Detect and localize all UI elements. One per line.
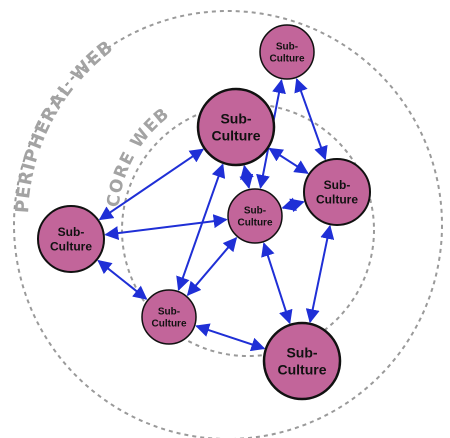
edge-top-center-center: [239, 164, 254, 190]
node-circle-right: [303, 158, 371, 226]
edge-left-center: [104, 214, 228, 241]
peripheral-web-ring: [13, 10, 443, 438]
node-circle-top-right: [259, 24, 315, 80]
edge-right-bottom-right: [305, 224, 335, 324]
node-circle-bottom-left: [141, 289, 197, 345]
edge-right-center: [281, 197, 305, 213]
node-circle-top-center: [196, 87, 276, 167]
node-bottom-left: Sub-Culture: [141, 289, 197, 345]
edge-top-right-right: [294, 77, 328, 161]
node-top-center: Sub-Culture: [196, 87, 276, 167]
node-label-center: Sub-Culture: [238, 206, 273, 229]
edge-center-bottom-left: [186, 237, 238, 296]
node-label-top-center: Sub-Culture: [212, 111, 261, 144]
node-label-bottom-right: Sub-Culture: [278, 345, 327, 378]
node-label-top-right: Sub-Culture: [270, 42, 305, 65]
node-bottom-right: Sub-Culture: [262, 321, 342, 401]
node-circle-left: [37, 205, 105, 273]
node-center: Sub-Culture: [227, 188, 283, 244]
edge-center-bottom-right: [261, 242, 293, 325]
node-label-right: Sub-Culture: [316, 178, 358, 206]
edge-top-center-right: [268, 147, 309, 174]
nodes-layer: Sub-CultureSub-CultureSub-CultureSub-Cul…: [37, 24, 371, 401]
edge-bottom-left-bottom-right: [195, 323, 266, 352]
edges-layer: [97, 77, 335, 352]
edge-left-bottom-left: [97, 259, 148, 300]
node-top-right: Sub-Culture: [259, 24, 315, 80]
edge-top-center-bottom-left: [176, 163, 226, 291]
node-circle-center: [227, 188, 283, 244]
node-circle-bottom-right: [262, 321, 342, 401]
node-left: Sub-Culture: [37, 205, 105, 273]
node-label-left: Sub-Culture: [50, 225, 92, 253]
node-right: Sub-Culture: [303, 158, 371, 226]
node-label-bottom-left: Sub-Culture: [152, 307, 187, 330]
peripheral-web-label: PERIPHERAL WEB: [12, 36, 118, 213]
edge-top-center-left: [98, 148, 205, 221]
